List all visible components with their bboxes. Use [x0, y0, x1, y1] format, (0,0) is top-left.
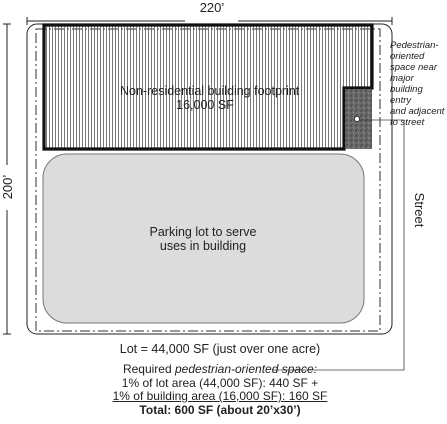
requirement-heading: Required pedestrian-oriented space:	[80, 362, 360, 377]
pedestrian-note: Pedestrian- oriented space near major bu…	[390, 40, 446, 128]
requirement-line1: 1% of lot area (44,000 SF): 440 SF +	[121, 375, 319, 390]
pedestrian-note-line: oriented	[390, 51, 425, 62]
width-dimension	[26, 17, 393, 25]
requirement-block: Required pedestrian-oriented space: 1% o…	[80, 362, 360, 417]
building-label-line1: Non-residential building footprint	[120, 84, 300, 98]
building-label: Non-residential building footprint 16,00…	[120, 84, 300, 112]
street-label: Street	[412, 192, 427, 228]
requirement-total: Total: 600 SF (about 20’x30’)	[139, 402, 301, 417]
depth-label: 200’	[0, 174, 15, 200]
parking-label-line2: uses in building	[159, 239, 247, 253]
lot-area-label: Lot = 44,000 SF (just over one acre)	[119, 342, 321, 356]
pedestrian-note-line: to street	[390, 117, 425, 128]
width-label: 220’	[199, 0, 225, 15]
depth-dimension	[3, 23, 11, 335]
parking-label: Parking lot to serve uses in building	[128, 225, 278, 253]
leader-line	[272, 119, 405, 371]
requirement-intro: Required	[122, 362, 175, 376]
pedestrian-note-line: major	[390, 73, 414, 84]
pedestrian-note-line: Pedestrian-	[390, 40, 439, 51]
parking-label-line1: Parking lot to serve	[149, 225, 257, 239]
requirement-line2: 1% of building area (16,000 SF): 160 SF	[112, 389, 328, 403]
parking-lot	[42, 153, 365, 324]
pedestrian-note-line: building entry	[390, 84, 423, 106]
building-footprint	[42, 23, 374, 151]
pedestrian-note-line: space near	[390, 62, 438, 73]
plaza-marker	[353, 116, 360, 123]
requirement-intro-italic: pedestrian-oriented space:	[174, 362, 318, 376]
pedestrian-note-line: and adjacent	[390, 106, 445, 117]
building-label-line2: 16,000 SF	[176, 98, 234, 112]
